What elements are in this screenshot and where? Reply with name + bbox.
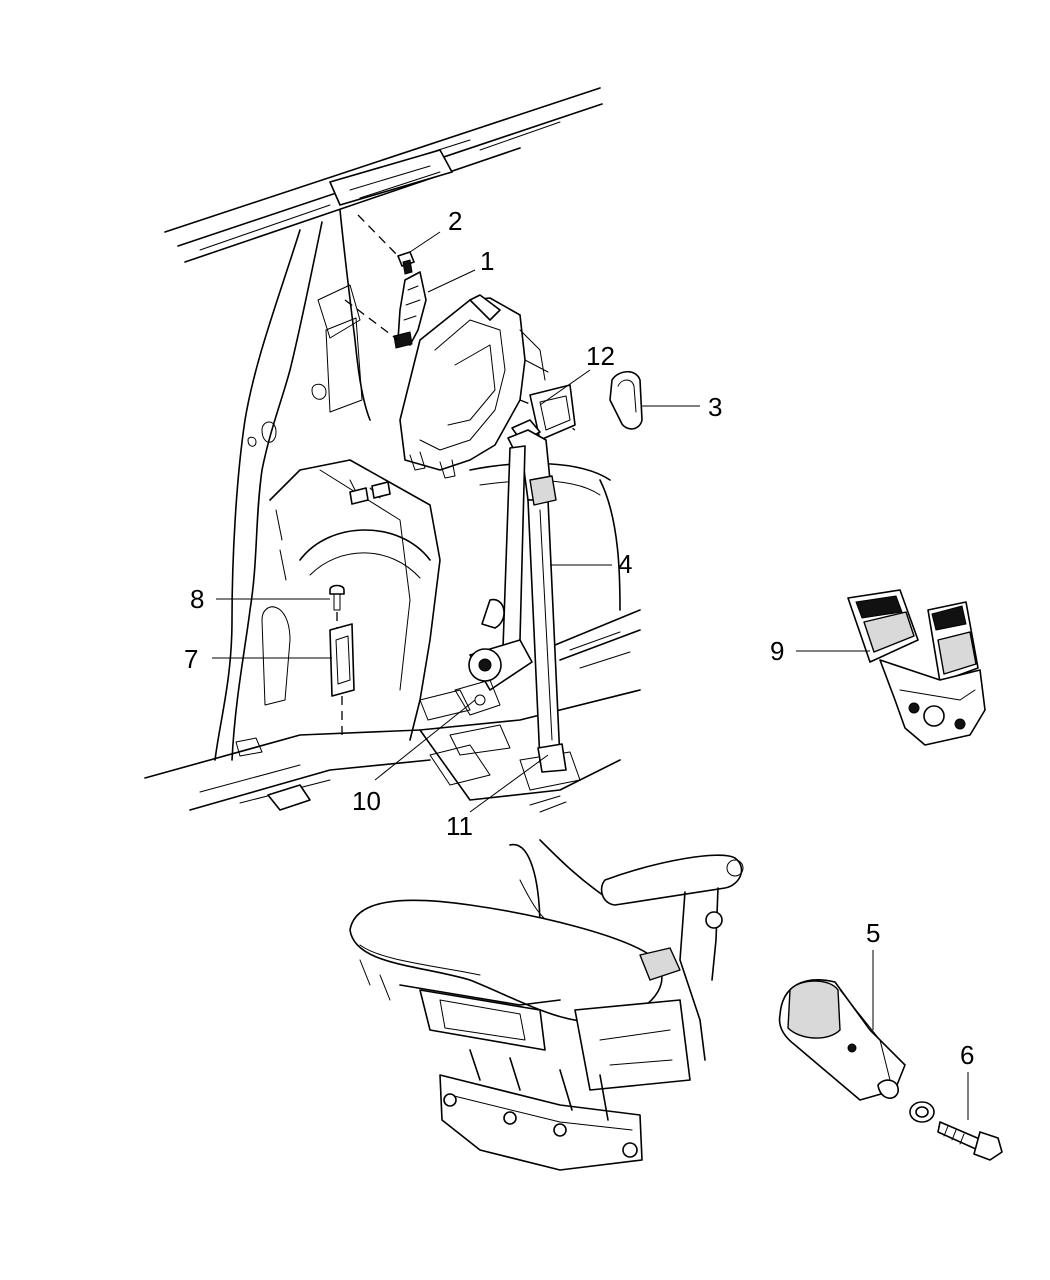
callout-11: 11 bbox=[446, 811, 473, 841]
callout-12: 12 bbox=[586, 341, 615, 371]
part-2-anchor-bolt bbox=[397, 251, 415, 275]
rear-seat bbox=[349, 839, 744, 1171]
part-1-guide-loop bbox=[393, 271, 427, 349]
callout-9: 9 bbox=[770, 636, 784, 666]
part-7-bracket bbox=[329, 623, 355, 697]
part-12-trim-panel bbox=[399, 294, 549, 479]
part-8-screw bbox=[329, 584, 345, 611]
callout-6: 6 bbox=[960, 1040, 974, 1070]
callout-10: 10 bbox=[352, 786, 381, 816]
part-6-bolt bbox=[937, 1121, 1003, 1161]
part-3-cover-cap bbox=[609, 370, 643, 430]
callout-5: 5 bbox=[866, 918, 880, 948]
part-10-retractor bbox=[419, 598, 533, 721]
part-5-buckle bbox=[778, 979, 906, 1101]
washer bbox=[909, 1101, 935, 1123]
callout-labels: 2 1 12 3 4 8 7 9 10 11 5 6 bbox=[184, 206, 974, 1070]
callout-8: 8 bbox=[190, 584, 204, 614]
vehicle-body-structure bbox=[144, 87, 641, 813]
callout-7: 7 bbox=[184, 644, 198, 674]
callout-2: 2 bbox=[448, 206, 462, 236]
part-4-seat-belt bbox=[502, 429, 567, 773]
leader-lines bbox=[212, 231, 969, 1120]
callout-4: 4 bbox=[618, 549, 632, 579]
callout-1: 1 bbox=[480, 246, 494, 276]
callout-3: 3 bbox=[708, 392, 722, 422]
part-9-buckle-assembly bbox=[847, 589, 986, 746]
d-ring-bracket bbox=[511, 384, 576, 443]
